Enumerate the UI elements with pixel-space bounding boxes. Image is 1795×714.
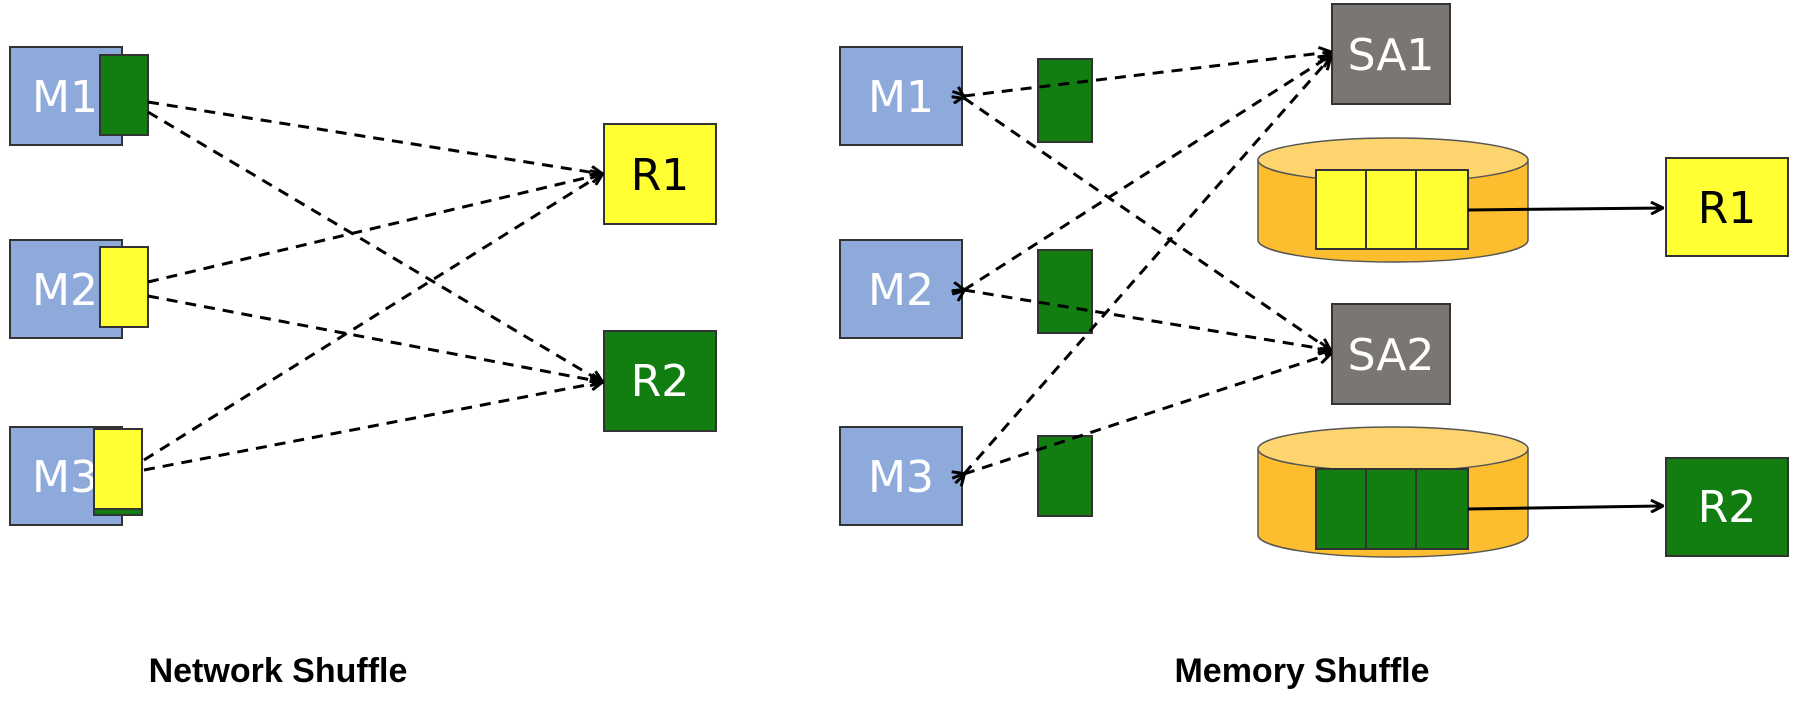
network-reducer-r1: R1 (603, 123, 717, 225)
arrow-m1-r2 (147, 110, 602, 382)
memory-store-sa1: SA1 (1331, 3, 1451, 105)
network-reducer-r2-label: R2 (631, 356, 690, 407)
network-m3-partition (93, 428, 143, 510)
network-mapper-m3-label: M3 (32, 452, 98, 503)
buffer-1-block (1365, 169, 1419, 250)
memory-mapper-m2-label: M2 (868, 265, 934, 316)
buffer-2-block (1365, 468, 1419, 550)
network-mapper-m2-label: M2 (32, 265, 98, 316)
memory-store-sa1-label: SA1 (1348, 30, 1435, 81)
arrow-m2-r1 (147, 174, 602, 284)
buffer-1-block (1315, 169, 1369, 250)
network-reducer-r2: R2 (603, 330, 717, 432)
arrow-buffer2-r2 (1467, 506, 1662, 509)
arrow-m3-sa2 (964, 354, 1330, 474)
network-mapper-m1-label: M1 (32, 72, 98, 123)
network-shuffle-arrows (143, 100, 602, 472)
memory-shuffle-panel: M1 M2 M3 SA1 SA2 (839, 3, 1789, 690)
network-shuffle-panel: M1 M2 M3 R1 R2 (9, 46, 717, 690)
memory-mapper-m1: M1 (839, 46, 963, 146)
memory-mapper-m3-label: M3 (868, 452, 934, 503)
arrow-buffer1-r1 (1467, 208, 1662, 210)
network-mapper-m2: M2 (9, 239, 149, 339)
memory-store-sa2: SA2 (1331, 303, 1451, 405)
memory-reducer-r1: R1 (1665, 157, 1789, 257)
memory-buffer-cylinder-2 (1257, 426, 1529, 558)
memory-buffer-cylinder-1 (1257, 137, 1529, 263)
arrow-m2-r2 (147, 294, 602, 382)
network-m1-partition (99, 54, 149, 136)
arrow-m3-r1 (143, 174, 602, 462)
memory-mapper-m3: M3 (839, 426, 963, 526)
memory-mapper-m1-label: M1 (868, 72, 934, 123)
buffer-2-block (1415, 468, 1469, 550)
memory-m1-partition (1037, 58, 1093, 143)
memory-reducer-r2: R2 (1665, 457, 1789, 557)
arrow-m3-r2 (143, 382, 602, 472)
memory-shuffle-caption: Memory Shuffle (1174, 652, 1429, 690)
network-shuffle-caption: Network Shuffle (149, 652, 408, 690)
buffer-1-block (1415, 169, 1469, 250)
network-mapper-m1: M1 (9, 46, 149, 146)
memory-store-sa2-label: SA2 (1348, 330, 1435, 381)
arrow-m1-r1 (147, 100, 602, 174)
memory-m2-partition (1037, 249, 1093, 334)
memory-shuffle-arrows (964, 52, 1330, 474)
buffer-2-block (1315, 468, 1369, 550)
memory-reducer-r1-label: R1 (1698, 183, 1757, 234)
memory-mapper-m2: M2 (839, 239, 963, 339)
network-mapper-m3: M3 (9, 426, 143, 526)
network-reducer-r1-label: R1 (631, 150, 690, 201)
network-m2-partition (99, 246, 149, 328)
arrow-m3-sa1 (964, 58, 1330, 474)
arrow-m2-sa2 (964, 290, 1330, 350)
memory-reducer-r2-label: R2 (1698, 482, 1757, 533)
